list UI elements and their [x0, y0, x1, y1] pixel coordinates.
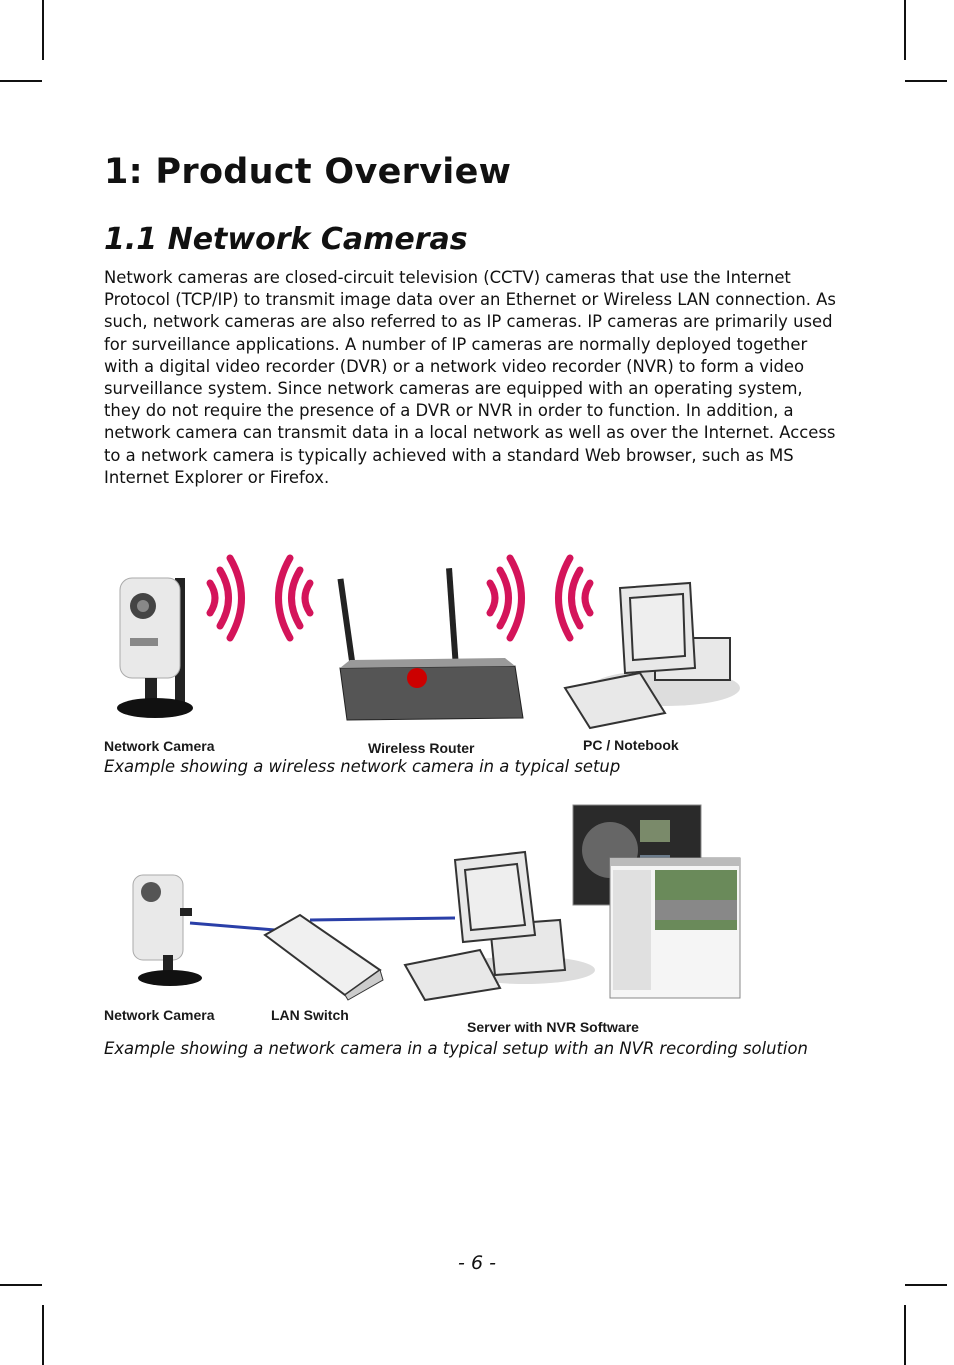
section-title: 1.1 Network Cameras [104, 222, 468, 257]
network-camera-label: Network Camera [104, 1007, 215, 1023]
pc-image [563, 581, 740, 730]
crop-mark [0, 80, 42, 82]
wireless-router-image [337, 568, 524, 721]
network-camera-image [117, 577, 193, 718]
diagram2-caption: Example showing a network camera in a ty… [104, 1039, 808, 1058]
wireless-signal-icon [206, 554, 314, 642]
crop-mark [905, 80, 947, 82]
server-pc-image [403, 850, 595, 1002]
network-cable [189, 916, 456, 932]
crop-mark [0, 1284, 42, 1286]
crop-mark [904, 0, 906, 60]
wireless-signal-icon [486, 554, 594, 642]
pc-notebook-label: PC / Notebook [583, 737, 679, 753]
page-number: - 6 - [458, 1252, 496, 1274]
nvr-setup-diagram: Network Camera LAN Switch Server with NV… [95, 800, 755, 1045]
crop-mark [42, 0, 44, 60]
nvr-software-screenshot [572, 804, 741, 999]
diagram1-caption: Example showing a wireless network camer… [104, 757, 621, 776]
crop-mark [42, 1305, 44, 1365]
wireless-router-label: Wireless Router [368, 740, 475, 756]
chapter-title: 1: Product Overview [104, 152, 512, 192]
lan-switch-label: LAN Switch [271, 1007, 349, 1023]
network-camera-label: Network Camera [104, 738, 215, 754]
wireless-setup-diagram: Network Camera Wireless Router PC / Note… [95, 538, 755, 768]
crop-mark [904, 1305, 906, 1365]
crop-mark [905, 1284, 947, 1286]
lan-switch-image [263, 913, 384, 1001]
network-camera-image [132, 874, 202, 986]
intro-paragraph: Network cameras are closed-circuit telev… [104, 268, 836, 487]
server-nvr-label: Server with NVR Software [467, 1019, 639, 1035]
